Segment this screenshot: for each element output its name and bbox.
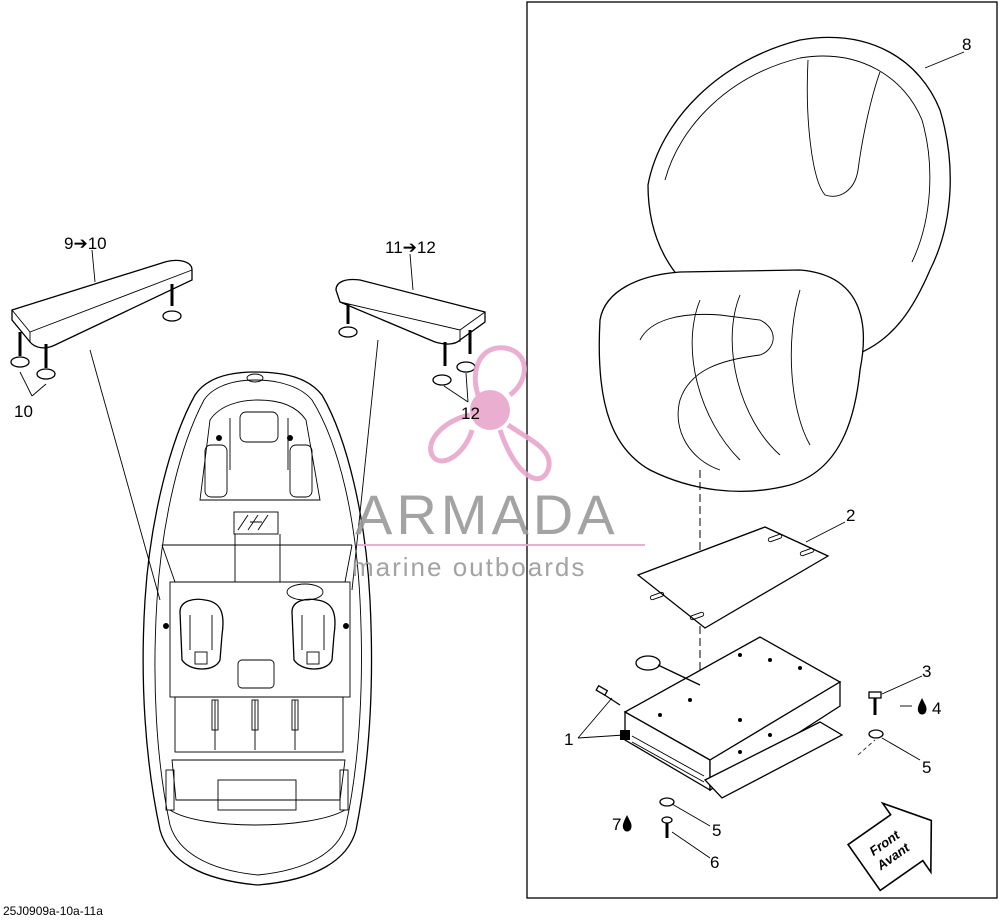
right-armrest [335, 278, 486, 403]
callout-8: 8 [962, 35, 971, 54]
leader-11 [409, 253, 414, 291]
arrow-right-icon: ➔ [73, 234, 87, 253]
leader-1b [577, 734, 625, 739]
callout-1: 1 [564, 730, 573, 749]
leader-8 [924, 51, 965, 69]
propeller-blade-icon [472, 345, 527, 397]
leader-line-right-armrest [351, 339, 379, 591]
callout-10: 10 [14, 402, 33, 421]
callout-2: 2 [846, 506, 855, 525]
front-arrow-icon: Front Avant [846, 801, 933, 892]
callout-11-12: 11➔12 [385, 238, 436, 257]
left-armrest [10, 259, 193, 397]
leader-3 [881, 675, 923, 695]
leader-5b [671, 803, 711, 827]
seat-assembly [598, 36, 951, 492]
boat-hull [142, 371, 373, 886]
callout-7: 7 [612, 815, 621, 834]
screw-hardware [659, 797, 675, 838]
watermark-tagline: marine outboards [352, 552, 586, 582]
callout-6: 6 [710, 853, 719, 872]
leader-5a [881, 737, 921, 761]
callout-5-lower: 5 [712, 821, 721, 840]
seat-base [595, 636, 844, 799]
leader-line-left-armrest [89, 349, 161, 601]
propeller-hub-icon [470, 390, 510, 430]
armada-logo: ARMADA marine outboards [352, 345, 645, 582]
callout-3: 3 [922, 662, 931, 681]
arrow-right-icon: ➔ [403, 238, 417, 257]
callout-5-upper: 5 [922, 758, 931, 777]
callout-9-10: 9➔10 [64, 234, 107, 253]
bolt-hardware [857, 691, 884, 756]
watermark-brand: ARMADA [355, 483, 619, 546]
mounting-plate [636, 526, 830, 629]
callout-12: 12 [461, 404, 480, 423]
callout-4: 4 [932, 699, 941, 718]
detail-frame [526, 1, 998, 899]
leader-1a [577, 697, 613, 739]
drop-icon [917, 698, 927, 715]
drop-icon [622, 815, 632, 832]
leader-2 [805, 521, 846, 543]
leader-6 [671, 831, 711, 859]
diagram-code: 25J0909a-10a-11a [3, 904, 103, 918]
leader-9 [91, 249, 96, 283]
